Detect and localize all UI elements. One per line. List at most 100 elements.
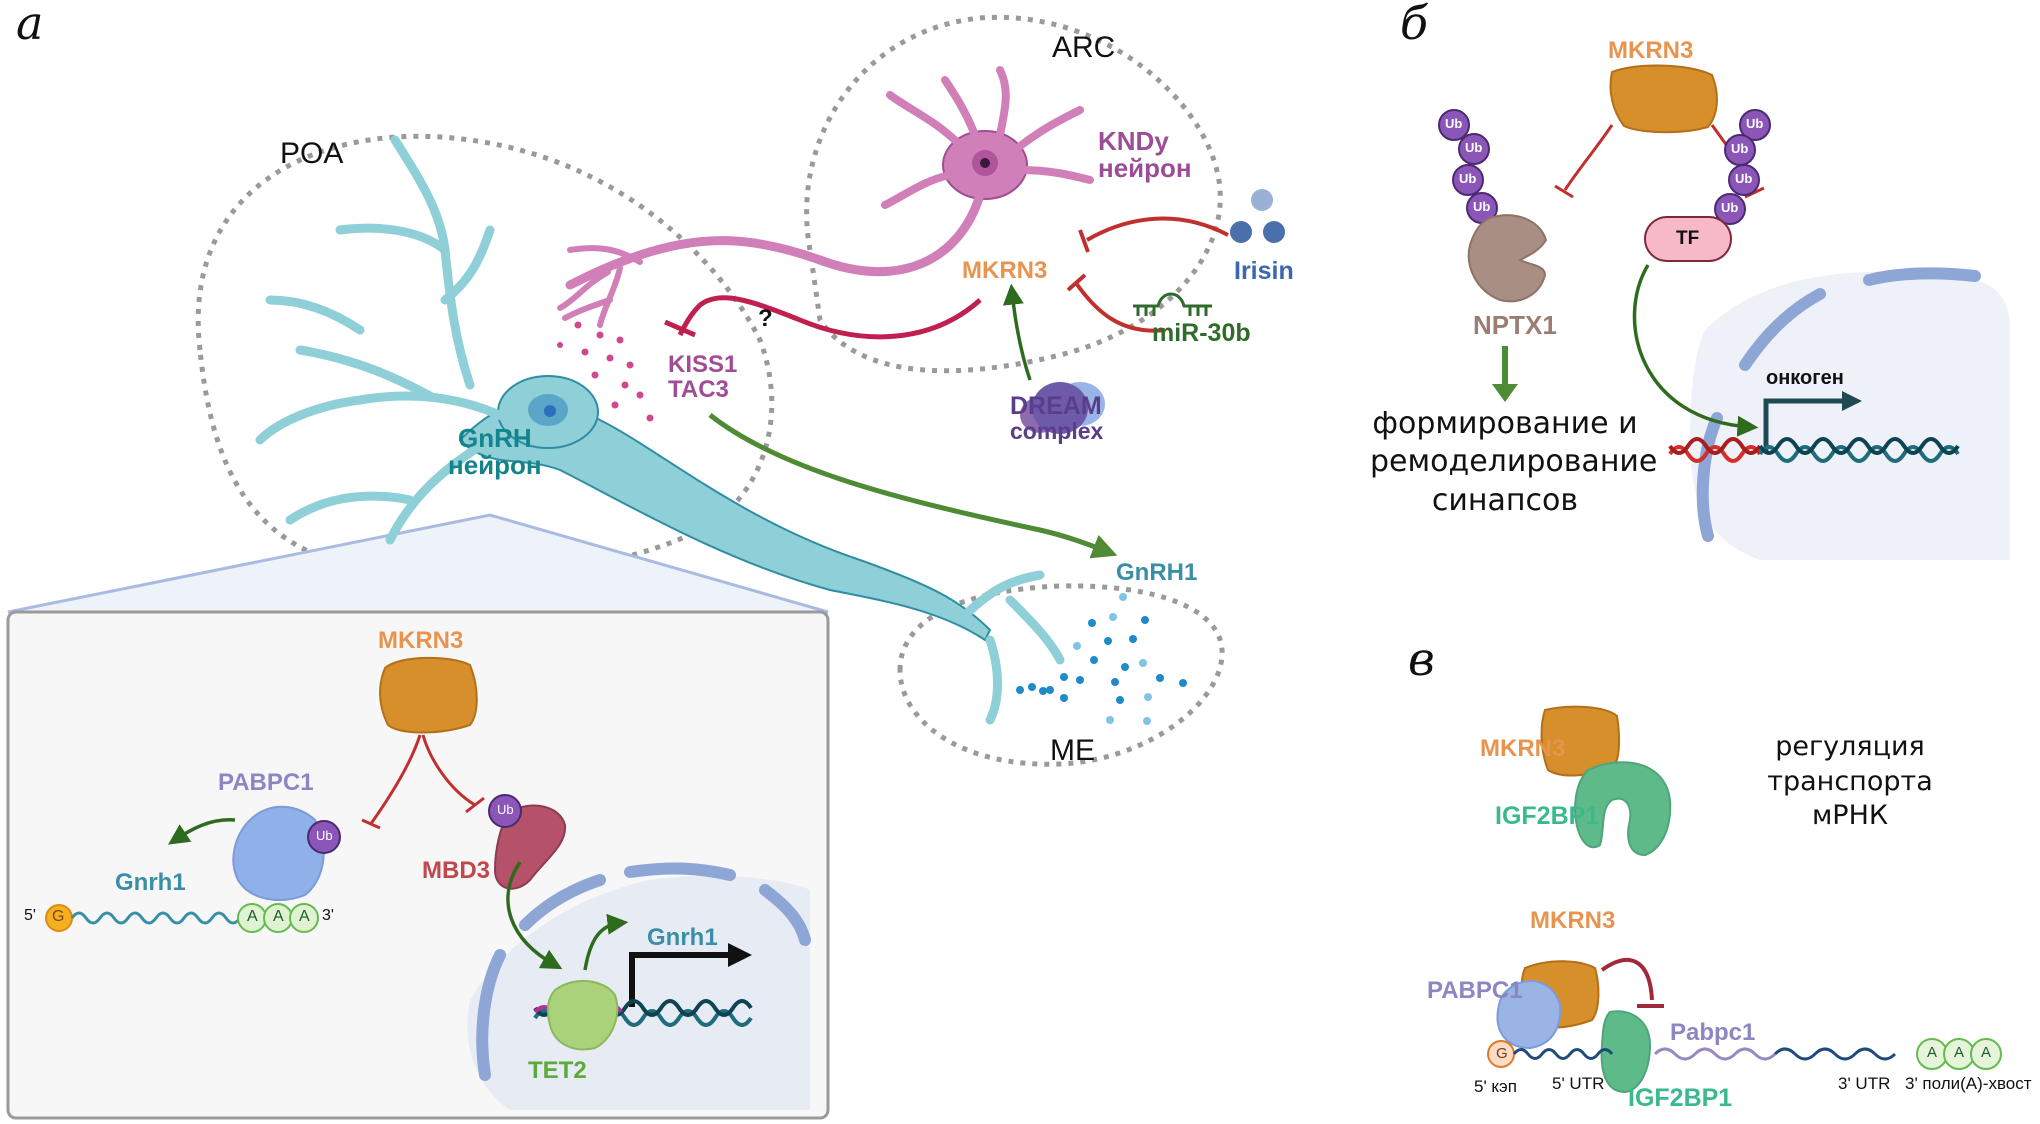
v-igf2bp1-protein-bottom [1600, 1010, 1652, 1094]
b-ub-right-3: Ub [1735, 171, 1753, 186]
gnrh-label-line2: нейрон [448, 450, 542, 481]
inset-cap-label: G [52, 908, 65, 925]
b-outcome-line3: синапсов [1431, 482, 1579, 518]
b-nptx1-protein [1467, 214, 1548, 303]
inset-3prime-label: 3' [322, 907, 334, 924]
b-nuclear-envelope [1696, 267, 1981, 542]
kndy-axon [565, 190, 985, 290]
v-pabpc1-label: PABPC1 [1427, 977, 1523, 1004]
mkrn3-kiss-inhibit-line [677, 295, 982, 340]
b-ub-chain-right [1714, 109, 1771, 225]
poa-region-outline [195, 133, 775, 580]
inset-mkrn3-protein [379, 656, 478, 734]
gnrh1-secretion-dots [1016, 616, 1187, 704]
v-inhibit-line [1600, 958, 1654, 1001]
b-ub-chain-left [1438, 109, 1498, 224]
irisin-label: Irisin [1234, 257, 1294, 285]
gnrh1-label: GnRH1 [1116, 559, 1198, 586]
question-mark: ? [758, 305, 773, 332]
kiss-to-gnrh1-arrow [708, 413, 1118, 559]
v-mrna-5utr [1512, 1048, 1614, 1060]
b-ub-left-2: Ub [1465, 140, 1483, 155]
region-poa-label: POA [280, 137, 344, 170]
gnrh-label-line1: GnRH [457, 423, 532, 453]
gnrh-neuron-label: GnRH нейрон [448, 423, 542, 481]
mir-inhibit-line [1074, 281, 1166, 333]
inset-mbd3-label: MBD3 [422, 857, 491, 884]
v-cap-letter: G [1496, 1045, 1508, 1062]
dream-activate-arrow [1002, 283, 1032, 381]
v-pabpc1-mrna-label: Pabpc1 [1670, 1019, 1756, 1046]
kndy-neuron-label: KNDy нейрон [1098, 126, 1192, 184]
v-poly-a-1: A [1927, 1044, 1938, 1061]
v-igf2bp1-bottom-label: IGF2BP1 [1628, 1084, 1733, 1112]
inset-poly-a [237, 903, 319, 933]
inset-ub-mbd3 [488, 794, 522, 828]
v-igf2bp1-top-label: IGF2BP1 [1495, 802, 1600, 830]
mir-30b-label: miR-30b [1152, 319, 1251, 347]
b-ub-left-4: Ub [1473, 199, 1491, 214]
b-nptx1-arrowhead [1492, 384, 1518, 402]
inset-tet2-label: TET2 [528, 1057, 587, 1084]
b-ub-right-4: Ub [1721, 200, 1739, 215]
panel-v-letter: в [1408, 632, 1435, 686]
b-ub-right-2: Ub [1731, 141, 1749, 156]
b-tf-label: TF [1676, 228, 1700, 249]
b-tss-arrow [1763, 391, 1862, 452]
v-poly-a [1916, 1038, 2002, 1070]
v-regulation-line3: мРНК [1811, 800, 1889, 832]
kiss1-label: KISS1 [668, 351, 738, 378]
v-mrna-cds [1653, 1047, 1777, 1061]
inset-ub-pabpc1 [307, 820, 341, 854]
tac3-label: TAC3 [668, 376, 729, 404]
b-outcome-text: формирование и ремоделирование синапсов [1370, 405, 1658, 520]
v-regulation-line2: транспорта [1767, 765, 1933, 797]
gnrh-dendrites [255, 135, 1065, 725]
inset-ub-pabpc1-label: Ub [316, 828, 333, 843]
b-outcome-line1: формирование и [1372, 406, 1638, 441]
kndy-label-line1: KNDy [1098, 126, 1169, 156]
region-arc-label: ARC [1052, 31, 1116, 64]
mir-30b-hairpin [1133, 292, 1212, 316]
b-oncogene-label: онкоген [1766, 367, 1844, 389]
b-mkrn3-protein [1609, 64, 1718, 134]
b-mkrn3-label: MKRN3 [1608, 37, 1694, 64]
inset-ub-mbd3-label: Ub [497, 802, 514, 817]
inset-mrna-strand [70, 911, 268, 925]
v-igf2bp1-protein-top [1573, 761, 1672, 857]
inset-pabpc1-protein [232, 805, 325, 901]
v-regulation-line1: регуляция [1775, 731, 1925, 762]
v-mkrn3-bottom-label: MKRN3 [1530, 907, 1616, 934]
inset-gnrh1-mrna-label: Gnrh1 [115, 869, 186, 896]
kndy-neuron [557, 66, 1094, 328]
inset-mkrn3-label: MKRN3 [378, 627, 464, 654]
kiss-tac3-label: KISS1 TAC3 [668, 351, 738, 404]
inset-mbd3-protein [493, 804, 567, 890]
v-5utr-label: 5' UTR [1552, 1074, 1605, 1093]
inset-nucleus [467, 875, 810, 1110]
kndy-label-line2: нейрон [1098, 153, 1192, 184]
inset-poly-a-1: A [247, 908, 258, 925]
b-ub-left-1: Ub [1445, 116, 1463, 131]
b-outcome-line2: ремоделирование [1370, 444, 1658, 480]
b-dna [1668, 437, 1960, 463]
b-tf-box [1644, 216, 1732, 262]
v-mkrn3-top-label: MKRN3 [1480, 735, 1566, 762]
region-me-label: ME [1050, 734, 1095, 767]
b-ub-right-1: Ub [1746, 116, 1764, 131]
b-ub-left-3: Ub [1459, 171, 1477, 186]
b-nptx1-label: NPTX1 [1473, 310, 1557, 340]
panel-a-letter: a [16, 0, 44, 50]
dream-label-line2: complex [1010, 418, 1104, 445]
dream-complex-label: DREAM complex [1010, 392, 1104, 445]
inset-pabpc1-label: PABPC1 [218, 769, 314, 796]
inset-poly-a-3: A [299, 908, 310, 925]
irisin-inhibit-line [1085, 216, 1229, 242]
v-regulation-text: регуляция транспорта мРНК [1750, 730, 1950, 834]
dream-label-line1: DREAM [1010, 392, 1102, 420]
inset-pabpc1-arrow [168, 818, 236, 845]
b-nucleus [1690, 271, 2010, 560]
dream-complex-blob [1020, 382, 1105, 434]
v-poly-a-3: A [1981, 1044, 1992, 1061]
v-3utr-label: 3' UTR [1838, 1074, 1891, 1093]
